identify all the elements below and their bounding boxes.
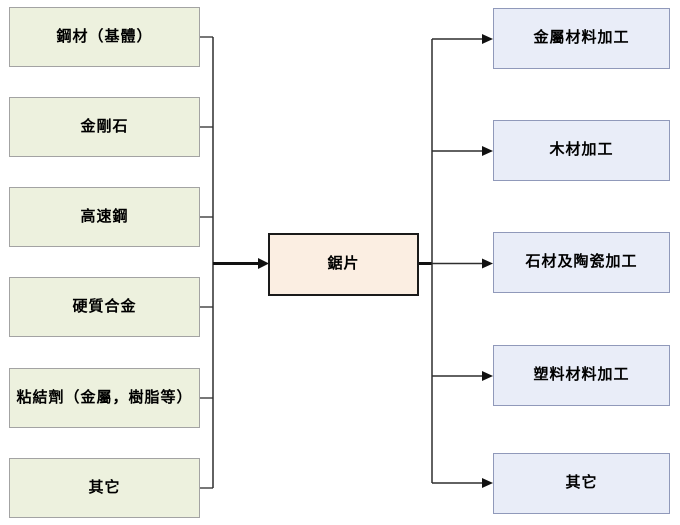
input-box-label: 硬質合金 <box>72 298 137 315</box>
output-box-other: 其它 <box>493 453 670 514</box>
output-box-plastic-processing: 塑料材料加工 <box>493 345 670 406</box>
center-box-label: 鋸片 <box>327 256 360 273</box>
input-box-other: 其它 <box>9 458 200 518</box>
center-box-saw-blade: 鋸片 <box>268 233 419 296</box>
output-box-label: 石材及陶瓷加工 <box>525 254 638 271</box>
input-box-carbide: 硬質合金 <box>9 277 200 337</box>
arrowhead-output-4-icon <box>482 371 493 381</box>
arrowhead-output-3-icon <box>482 258 493 269</box>
input-box-label: 鋼材（基體） <box>56 28 153 45</box>
input-box-steel-base: 鋼材（基體） <box>9 7 200 67</box>
input-box-label: 粘結劑（金屬，樹脂等） <box>16 389 193 406</box>
input-box-binder: 粘結劑（金屬，樹脂等） <box>9 368 200 428</box>
input-box-label: 高速鋼 <box>80 208 129 225</box>
arrowhead-output-5-icon <box>482 478 493 488</box>
input-box-label: 金剛石 <box>80 118 129 135</box>
output-box-wood-processing: 木材加工 <box>493 120 670 181</box>
output-box-stone-ceramic-processing: 石材及陶瓷加工 <box>493 232 670 293</box>
output-box-label: 金屬材料加工 <box>533 30 630 47</box>
input-box-label: 其它 <box>88 479 121 496</box>
output-box-label: 木材加工 <box>549 142 614 159</box>
input-box-diamond: 金剛石 <box>9 97 200 157</box>
input-box-high-speed-steel: 高速鋼 <box>9 187 200 247</box>
arrowhead-output-2-icon <box>482 146 493 156</box>
output-box-label: 其它 <box>565 475 598 492</box>
arrowhead-output-1-icon <box>482 34 493 44</box>
output-box-metal-processing: 金屬材料加工 <box>493 8 670 69</box>
output-box-label: 塑料材料加工 <box>533 367 630 384</box>
